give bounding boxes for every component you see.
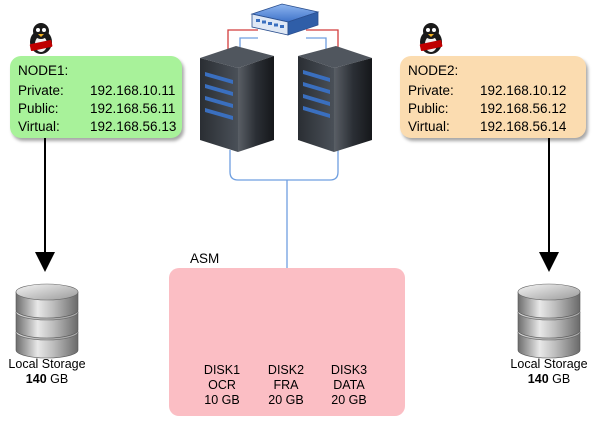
asm-label: ASM: [190, 251, 220, 266]
asm-disk2-text: DISK2 FRA 20 GB: [267, 363, 305, 407]
node1-info-box: NODE1: Private: 192.168.10.11 Public: 19…: [10, 56, 182, 138]
node1-private-row: Private: 192.168.10.11: [18, 81, 175, 101]
node2-virtual-row: Virtual: 192.168.56.14: [408, 117, 566, 137]
linux-oracle-icon-left: [29, 23, 53, 54]
asm-disk3-text: DISK3 DATA 20 GB: [330, 363, 368, 407]
asm-disk1-text: DISK1 OCR 10 GB: [203, 363, 241, 407]
asm-storage-box: [169, 268, 405, 416]
local-disk-left-icon: [15, 283, 79, 359]
node1-title: NODE1:: [18, 63, 69, 78]
node2-title: NODE2:: [408, 63, 459, 78]
node1-virtual-ip: 192.168.56.13: [90, 119, 177, 134]
local-storage-right-label: Local Storage 140 GB: [510, 357, 588, 386]
node2-public-row: Public: 192.168.56.12: [408, 99, 566, 119]
local-storage-left-label: Local Storage 140 GB: [8, 357, 86, 386]
node2-virtual-ip: 192.168.56.14: [480, 119, 567, 134]
node1-virtual-row: Virtual: 192.168.56.13: [18, 117, 176, 137]
local-disk-right-icon: [517, 283, 581, 359]
node2-info-box: NODE2: Private: 192.168.10.12 Public: 19…: [400, 56, 586, 138]
node1-private-ip: 192.168.10.11: [90, 83, 176, 98]
node1-public-row: Public: 192.168.56.11: [18, 99, 175, 119]
node2-private-ip: 192.168.10.12: [480, 83, 567, 98]
network-switch-icon: [250, 3, 320, 36]
node2-public-ip: 192.168.56.12: [480, 101, 567, 116]
node2-private-row: Private: 192.168.10.12: [408, 81, 566, 101]
node1-public-ip: 192.168.56.11: [90, 101, 176, 116]
server-node1-icon: [200, 46, 274, 152]
server-node2-icon: [298, 46, 372, 152]
linux-oracle-icon-right: [419, 23, 443, 54]
